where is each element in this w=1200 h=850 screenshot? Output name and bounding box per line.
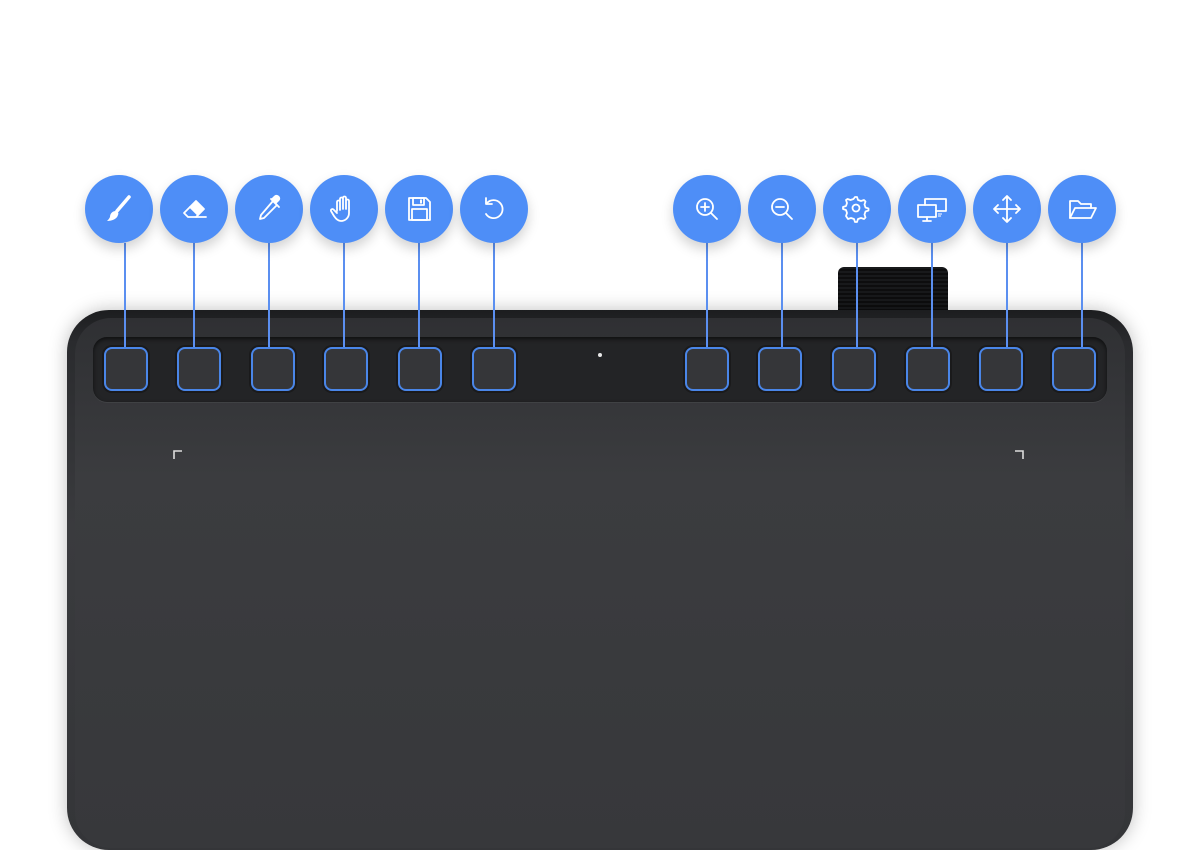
eyedropper-icon	[259, 194, 281, 220]
express-key-right-4[interactable]	[906, 347, 950, 391]
express-key-right-5[interactable]	[979, 347, 1023, 391]
callout-eyedropper	[235, 175, 303, 243]
callout-line	[493, 243, 495, 347]
active-area-corner-left	[173, 450, 182, 459]
callout-hand	[310, 175, 378, 243]
callout-brush	[85, 175, 153, 243]
callout-folder-open	[1048, 175, 1116, 243]
active-area-corner-right	[1015, 450, 1024, 459]
express-key-right-3[interactable]	[832, 347, 876, 391]
callout-line	[124, 243, 126, 347]
callout-undo	[460, 175, 528, 243]
callout-line	[931, 243, 933, 347]
folder-open-icon	[1069, 200, 1097, 219]
callout-line	[418, 243, 420, 347]
callout-line	[1006, 243, 1008, 347]
callout-line	[268, 243, 270, 347]
callout-gear	[823, 175, 891, 243]
express-key-right-2[interactable]	[758, 347, 802, 391]
callout-line	[706, 243, 708, 347]
brush-icon	[107, 195, 131, 221]
express-key-left-5[interactable]	[398, 347, 442, 391]
express-key-left-6[interactable]	[472, 347, 516, 391]
callout-line	[193, 243, 195, 347]
callout-zoom-in	[673, 175, 741, 243]
eraser-icon	[183, 200, 207, 218]
tablet-surface	[75, 318, 1125, 848]
callout-eraser	[160, 175, 228, 243]
express-key-left-4[interactable]	[324, 347, 368, 391]
callout-move	[973, 175, 1041, 243]
callout-line	[781, 243, 783, 347]
express-key-left-1[interactable]	[104, 347, 148, 391]
zoom-in-icon	[696, 198, 718, 220]
move-icon	[993, 195, 1021, 223]
callout-line	[343, 243, 345, 347]
save-icon	[408, 197, 431, 221]
callout-line	[856, 243, 858, 347]
zoom-out-icon	[771, 198, 793, 220]
callout-zoom-out	[748, 175, 816, 243]
express-key-strip	[93, 337, 1107, 402]
express-key-left-2[interactable]	[177, 347, 221, 391]
hand-icon	[330, 195, 350, 222]
callout-save	[385, 175, 453, 243]
undo-icon	[485, 197, 504, 219]
express-key-right-6[interactable]	[1052, 347, 1096, 391]
express-key-left-3[interactable]	[251, 347, 295, 391]
express-key-right-1[interactable]	[685, 347, 729, 391]
callout-line	[1081, 243, 1083, 347]
displays-icon	[917, 198, 947, 222]
gear-icon	[842, 196, 870, 223]
callout-displays	[898, 175, 966, 243]
status-led	[598, 353, 602, 357]
